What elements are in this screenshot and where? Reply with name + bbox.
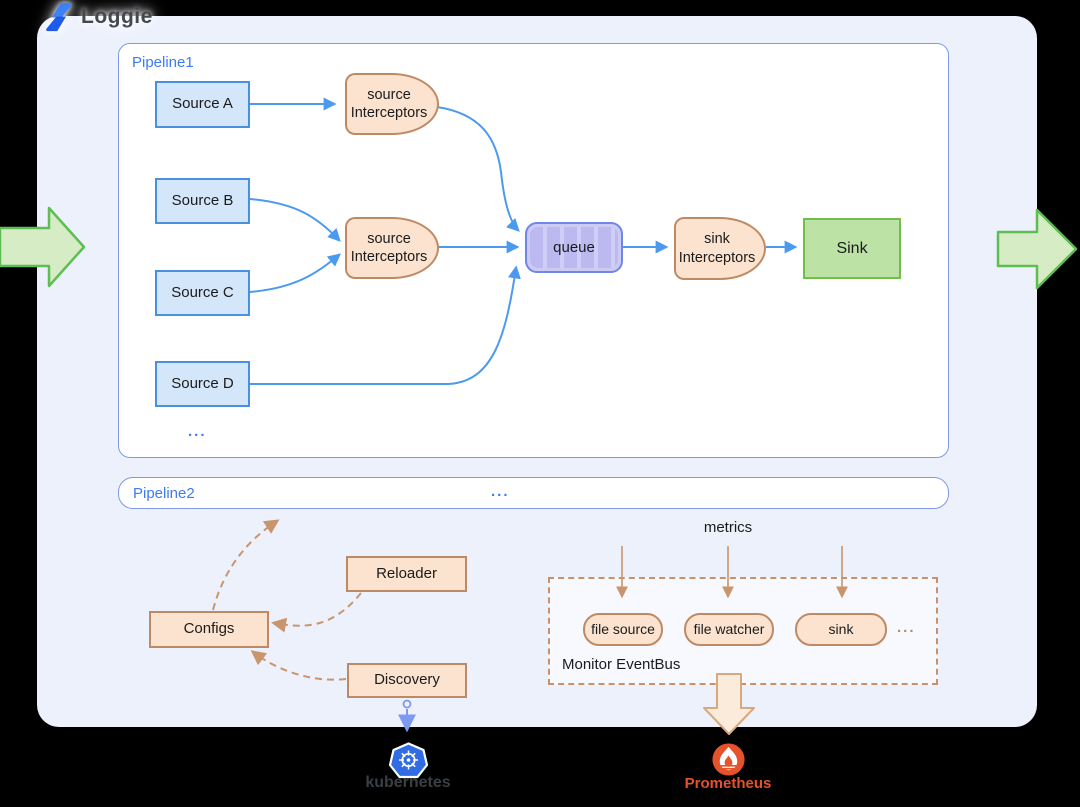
pipeline1-label: Pipeline1 <box>132 54 194 71</box>
sources-ellipsis: ... <box>188 423 207 440</box>
source-d-box: Source D <box>155 361 250 407</box>
discovery-box: Discovery <box>347 663 467 698</box>
loggie-logo-text: Loggie <box>81 5 153 28</box>
source-interceptors-2: source Interceptors <box>345 217 439 279</box>
source-c-box: Source C <box>155 270 250 316</box>
sink-box: Sink <box>803 218 901 279</box>
source-a-box: Source A <box>155 81 250 128</box>
eventbus-pill-file-watcher: file watcher <box>684 613 774 646</box>
pipeline2-ellipsis: ... <box>491 483 510 500</box>
kubernetes-icon <box>388 742 429 779</box>
pipeline2-label: Pipeline2 <box>133 484 195 502</box>
kubernetes-label: kubernetes <box>365 774 451 791</box>
eventbus-pill-sink: sink <box>795 613 887 646</box>
pipeline2-panel: Pipeline2 ... <box>118 477 949 509</box>
monitor-eventbus-label: Monitor EventBus <box>562 656 681 673</box>
reloader-box: Reloader <box>346 556 467 592</box>
loggie-logo: Loggie <box>44 2 153 32</box>
eventbus-pill-file-source: file source <box>583 613 663 646</box>
queue-buffer-stripes <box>530 227 618 268</box>
queue-node: queue <box>525 222 623 273</box>
sink-interceptors: sink Interceptors <box>674 217 766 280</box>
prometheus-icon <box>712 743 745 776</box>
loggie-logo-icon <box>46 2 72 32</box>
prometheus-label: Prometheus <box>684 775 772 792</box>
metrics-label: metrics <box>703 519 753 536</box>
configs-box: Configs <box>149 611 269 648</box>
queue-label: queue <box>553 239 595 256</box>
source-interceptors-1: source Interceptors <box>345 73 439 135</box>
eventbus-ellipsis: ... <box>897 619 916 636</box>
source-b-box: Source B <box>155 178 250 224</box>
